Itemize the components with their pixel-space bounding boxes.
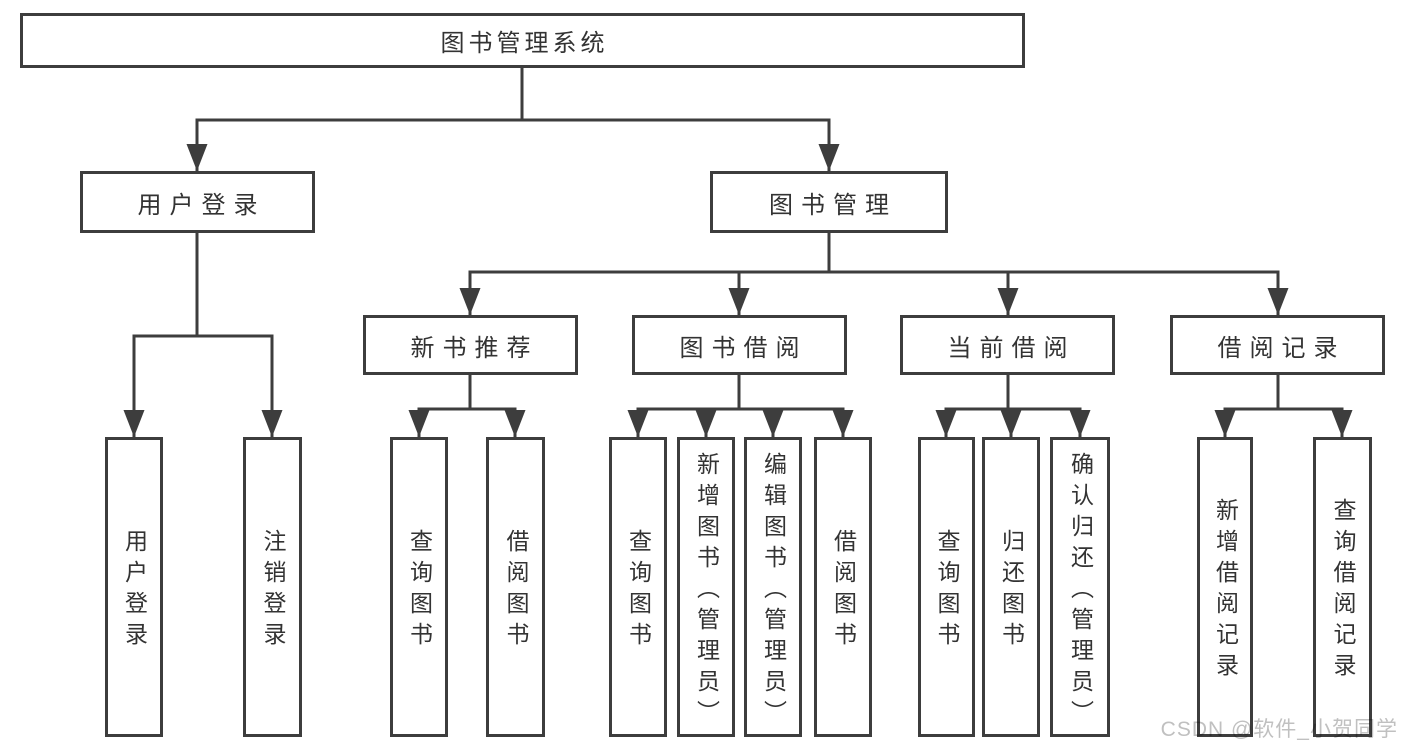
leaf-user-login: 用户登录 [105,437,163,737]
node-new-book-recommendation-label: 新书推荐 [410,334,539,362]
watermark: CSDN @软件_小贺同学 [1160,718,1398,741]
leaf-borrow-books-recommend-label: 借阅图书 [503,529,529,653]
node-library-system: 图书管理系统 [20,13,1025,68]
leaf-add-books-admin-label: 新增图书（管理员） [693,451,720,731]
leaf-confirm-return-admin: 确认归还（管理员） [1050,437,1110,737]
leaf-query-borrow-record-label: 查询借阅记录 [1330,498,1356,684]
leaf-borrow-books-recommend: 借阅图书 [486,437,545,737]
node-borrowing-records: 借阅记录 [1170,315,1385,375]
leaf-edit-books-admin: 编辑图书（管理员） [744,437,802,737]
node-borrowing-records-label: 借阅记录 [1217,334,1346,362]
node-user-login-label: 用户登录 [137,191,266,219]
node-library-system-label: 图书管理系统 [440,30,609,57]
node-book-borrowing: 图书借阅 [632,315,847,375]
leaf-query-books-recommend-label: 查询图书 [406,529,433,653]
leaf-add-books-admin: 新增图书（管理员） [677,437,735,737]
connector-line-group [132,68,1344,437]
leaf-logout: 注销登录 [243,437,302,737]
leaf-user-login-label: 用户登录 [121,529,148,653]
leaf-query-books-current: 查询图书 [918,437,975,737]
leaf-confirm-return-admin-label: 确认归还（管理员） [1067,451,1094,731]
node-user-login: 用户登录 [80,171,315,233]
leaf-borrow-books: 借阅图书 [814,437,872,737]
node-book-management: 图书管理 [710,171,948,233]
node-current-borrowing: 当前借阅 [900,315,1115,375]
leaf-edit-books-admin-label: 编辑图书（管理员） [760,451,787,731]
leaf-query-borrow-record: 查询借阅记录 [1313,437,1372,737]
node-book-borrowing-label: 图书借阅 [679,334,808,362]
leaf-query-books-recommend: 查询图书 [390,437,448,737]
node-current-borrowing-label: 当前借阅 [947,334,1076,362]
leaf-logout-label: 注销登录 [260,529,286,653]
leaf-query-books-borrow: 查询图书 [609,437,667,737]
node-book-management-label: 图书管理 [769,191,897,219]
leaf-query-books-current-label: 查询图书 [934,529,960,653]
leaf-add-borrow-record: 新增借阅记录 [1197,437,1253,737]
leaf-borrow-books-label: 借阅图书 [830,529,857,653]
leaf-query-books-borrow-label: 查询图书 [625,529,652,653]
leaf-return-books-label: 归还图书 [998,529,1025,653]
leaf-return-books: 归还图书 [982,437,1040,737]
leaf-add-borrow-record-label: 新增借阅记录 [1212,498,1239,684]
node-new-book-recommendation: 新书推荐 [363,315,578,375]
